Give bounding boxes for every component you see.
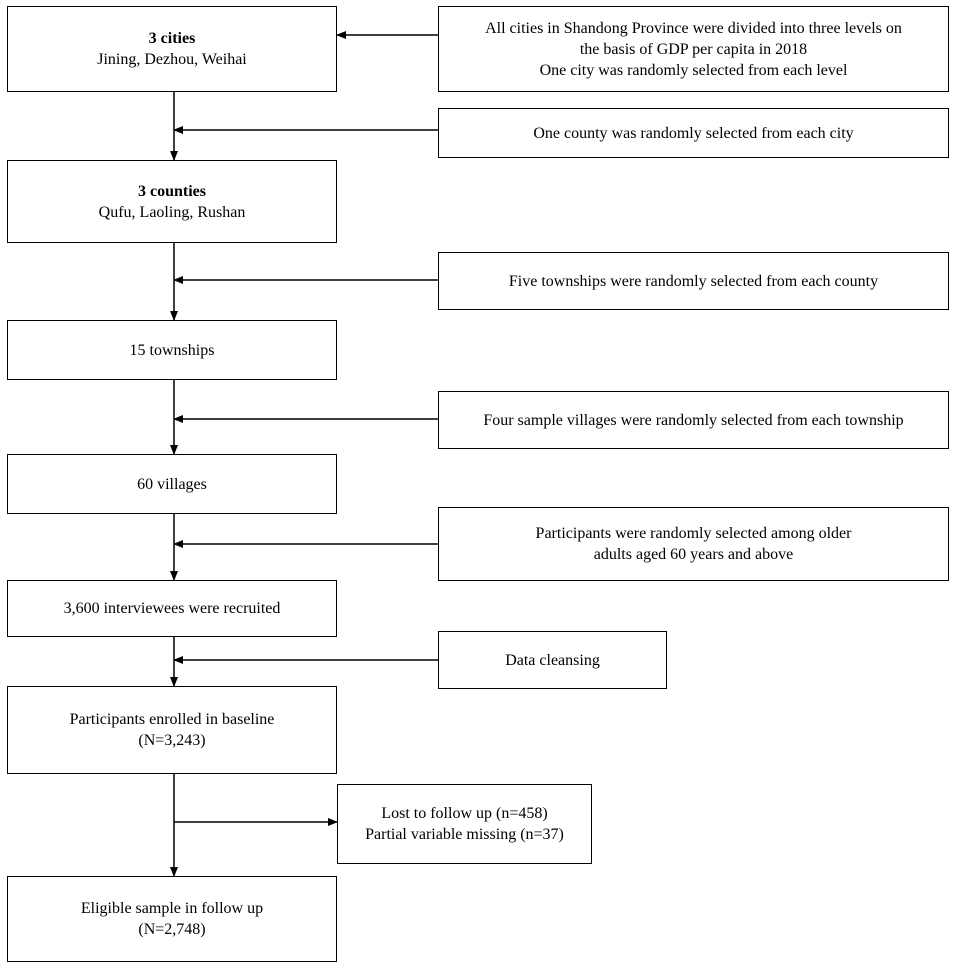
box-eligible-text: Eligible sample in follow up bbox=[80, 900, 264, 917]
box-villages-text: 60 villages bbox=[137, 475, 207, 493]
box-interviewees: 3,600 interviewees were recruited bbox=[7, 580, 337, 637]
box-baseline: Participants enrolled in baseline (N=3,2… bbox=[7, 686, 337, 774]
box-counties-title: 3 counties bbox=[138, 182, 206, 200]
side-box-exclusions-line2: Partial variable missing (n=37) bbox=[365, 826, 564, 843]
side-box-city-selection: All cities in Shandong Province were div… bbox=[438, 6, 949, 92]
side-box-village-selection-text: Four sample villages were randomly selec… bbox=[483, 411, 904, 429]
side-box-township-selection-text: Five townships were randomly selected fr… bbox=[508, 272, 879, 290]
side-box-village-selection: Four sample villages were randomly selec… bbox=[438, 391, 949, 449]
box-baseline-text: Participants enrolled in baseline bbox=[69, 711, 275, 728]
box-baseline-count: (N=3,243) bbox=[138, 732, 206, 749]
box-cities-text: Jining, Dezhou, Weihai bbox=[97, 51, 247, 68]
side-box-city-selection-line3: One city was randomly selected from each… bbox=[539, 61, 848, 79]
box-counties: 3 counties Qufu, Laoling, Rushan bbox=[7, 160, 337, 243]
side-box-county-selection-text: One county was randomly selected from ea… bbox=[533, 124, 854, 142]
box-cities-title: 3 cities bbox=[148, 30, 196, 47]
side-box-city-selection-line1: All cities in Shandong Province were div… bbox=[485, 19, 902, 37]
box-counties-text: Qufu, Laoling, Rushan bbox=[98, 203, 246, 221]
side-box-data-cleansing-text: Data cleansing bbox=[505, 651, 600, 669]
side-box-participant-selection-line2: adults aged 60 years and above bbox=[593, 546, 794, 563]
side-box-exclusions-line1: Lost to follow up (n=458) bbox=[381, 805, 548, 822]
side-box-participant-selection-line1: Participants were randomly selected amon… bbox=[535, 525, 852, 542]
side-box-participant-selection: Participants were randomly selected amon… bbox=[438, 507, 949, 581]
box-villages: 60 villages bbox=[7, 454, 337, 514]
box-eligible-count: (N=2,748) bbox=[138, 921, 206, 938]
box-cities: 3 cities Jining, Dezhou, Weihai bbox=[7, 6, 337, 92]
box-eligible: Eligible sample in follow up (N=2,748) bbox=[7, 876, 337, 962]
box-interviewees-text: 3,600 interviewees were recruited bbox=[63, 600, 281, 617]
box-townships: 15 townships bbox=[7, 320, 337, 380]
box-townships-text: 15 townships bbox=[129, 341, 215, 359]
side-box-city-selection-line2: the basis of GDP per capita in 2018 bbox=[579, 40, 808, 58]
side-box-township-selection: Five townships were randomly selected fr… bbox=[438, 252, 949, 310]
side-box-county-selection: One county was randomly selected from ea… bbox=[438, 108, 949, 158]
side-box-data-cleansing: Data cleansing bbox=[438, 631, 667, 689]
side-box-exclusions: Lost to follow up (n=458) Partial variab… bbox=[337, 784, 592, 864]
